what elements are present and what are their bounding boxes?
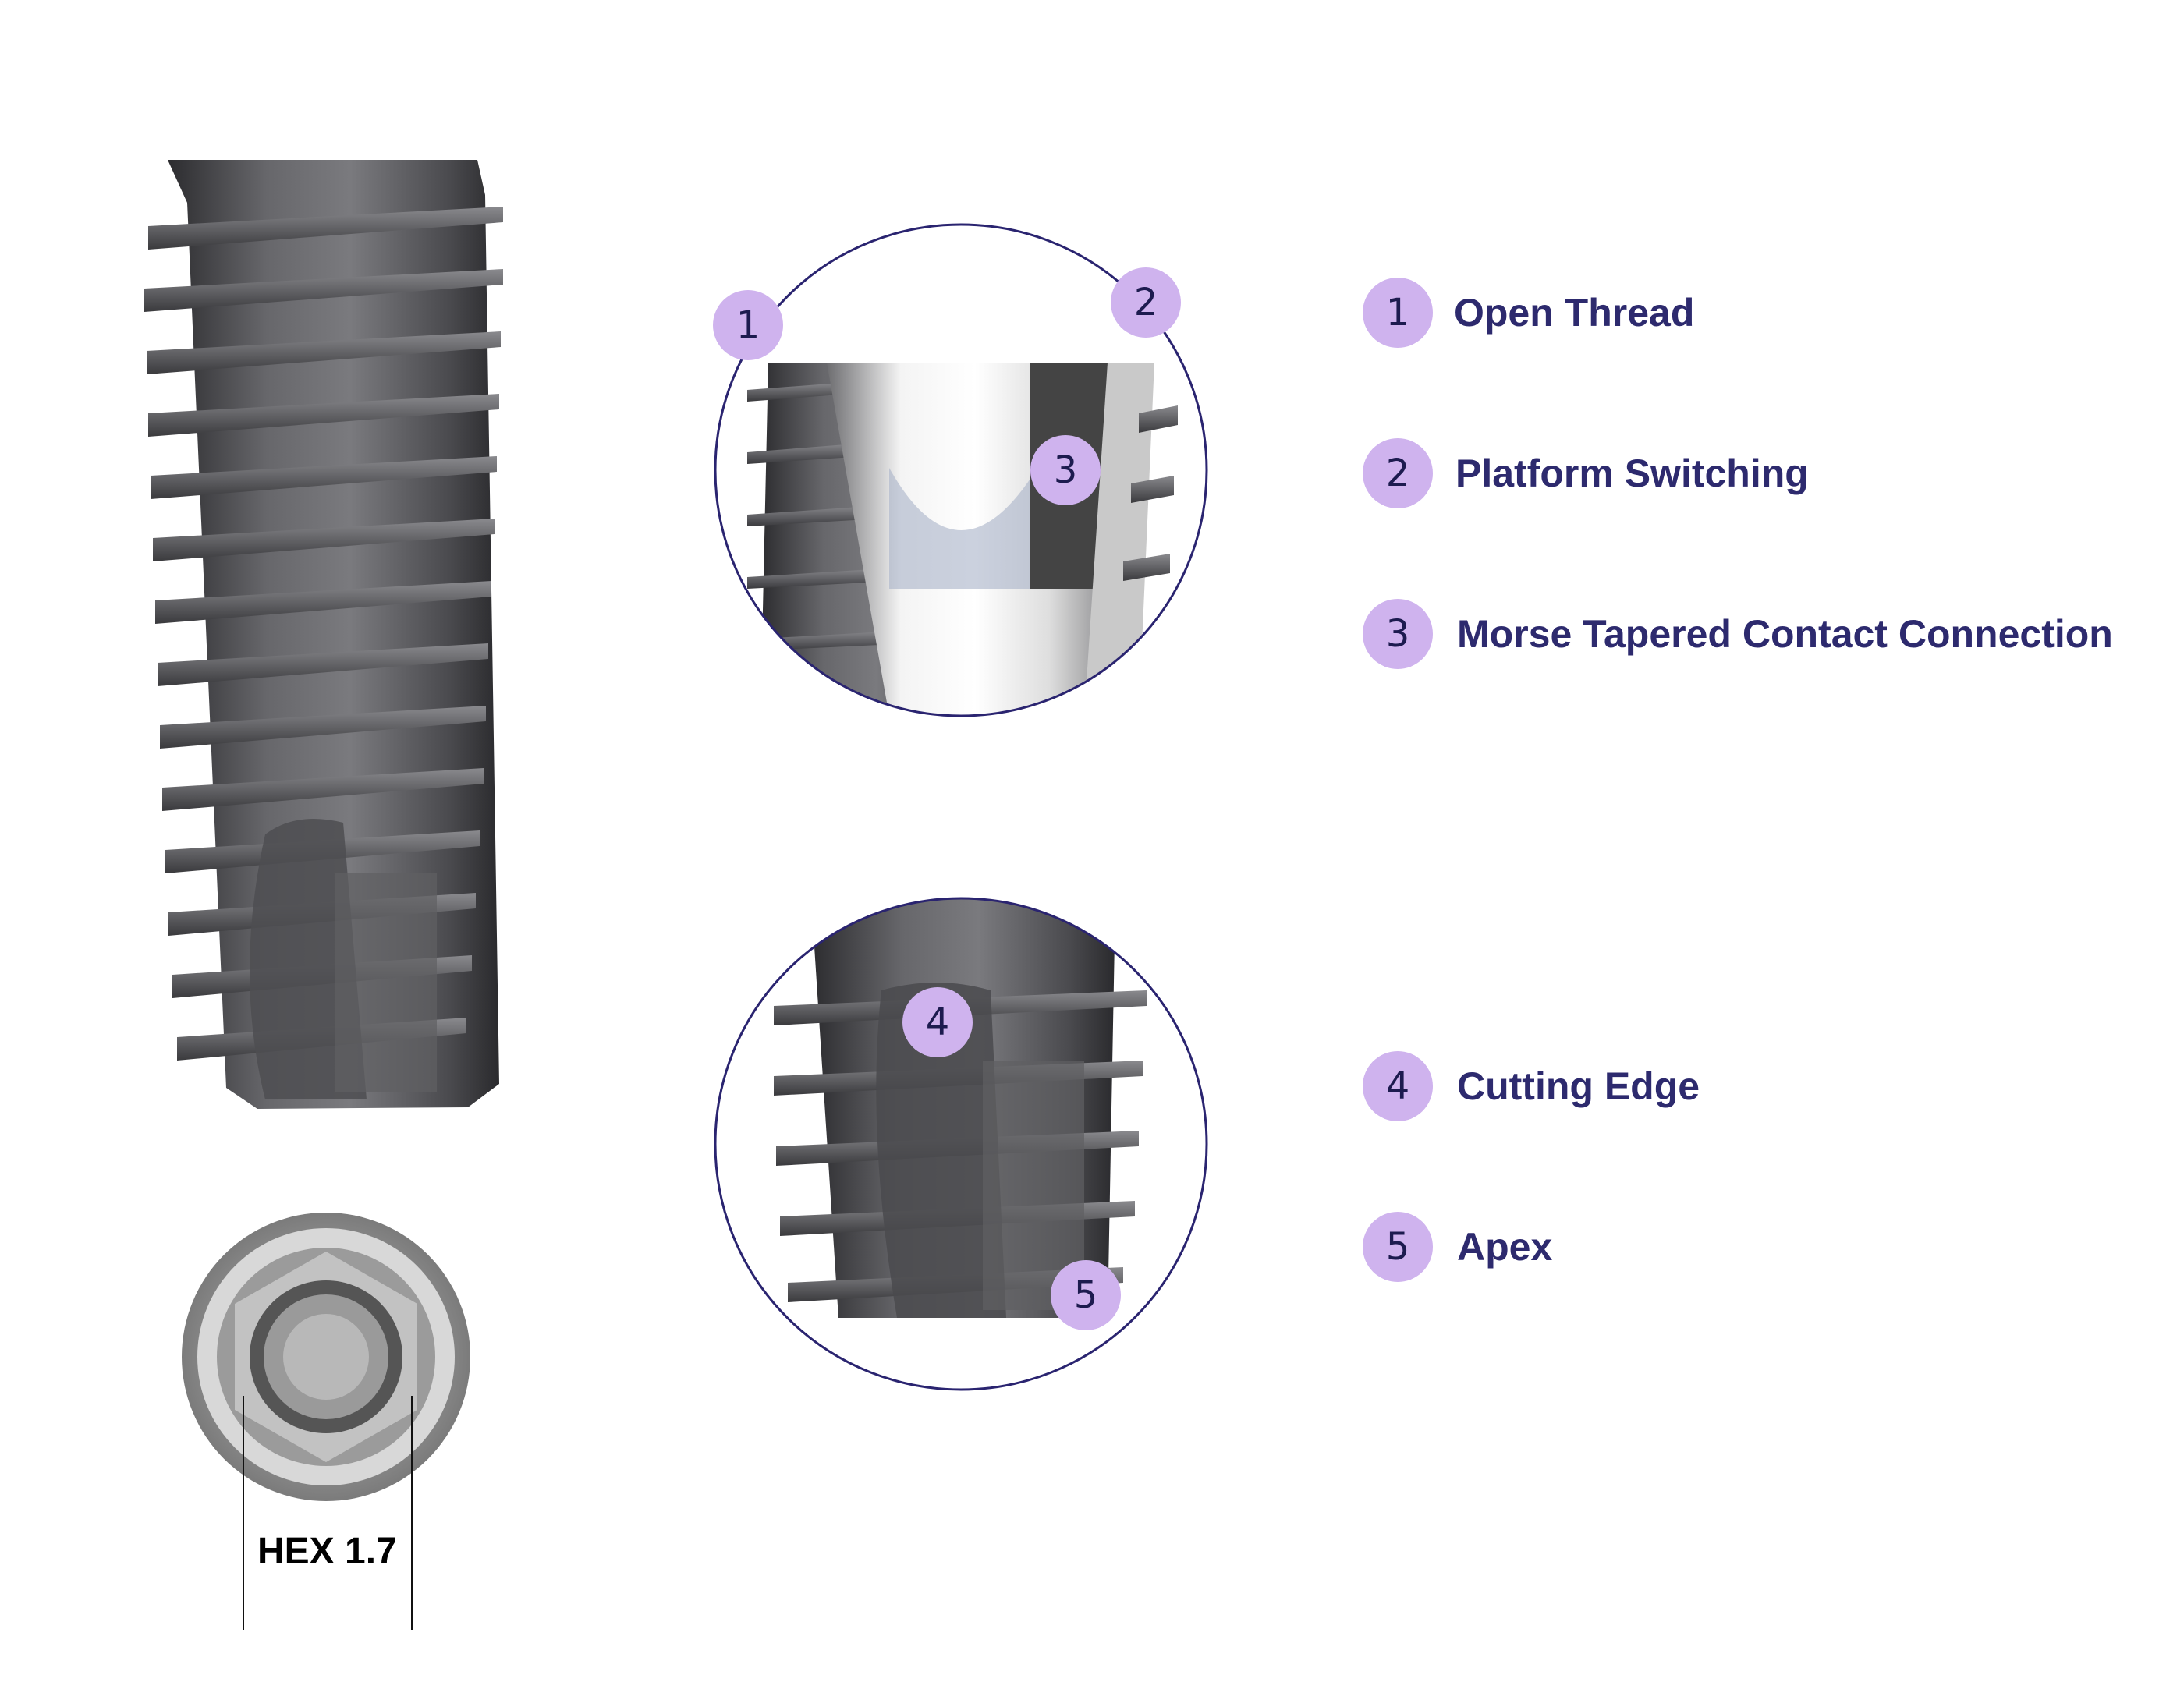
hex-size-label: HEX 1.7 (257, 1531, 397, 1572)
legend-badge-3: 3 (1363, 599, 1433, 669)
callout-badge-5: 5 (1051, 1260, 1121, 1330)
bottom-magnifier-outline (714, 897, 1208, 1391)
legend-label-cutting-edge: Cutting Edge (1457, 1064, 1700, 1108)
legend-label-apex: Apex (1457, 1225, 1553, 1269)
callout-badge-4: 4 (902, 987, 973, 1057)
legend-label-morse-taper: Morse Tapered Contact Connection (1457, 612, 2113, 656)
platform-detail-view (715, 225, 1207, 716)
legend-badge-5: 5 (1363, 1212, 1433, 1282)
top-magnifier-outline (714, 223, 1208, 717)
legend-label-open-thread: Open Thread (1454, 291, 1695, 335)
callout-badge-1: 1 (713, 290, 783, 360)
legend-badge-1: 1 (1363, 278, 1433, 348)
callout-badge-3: 3 (1030, 435, 1101, 505)
legend-label-platform-switching: Platform Switching (1455, 451, 1809, 495)
implant-body (144, 160, 503, 1109)
callout-badge-2: 2 (1111, 267, 1181, 338)
legend-badge-4: 4 (1363, 1051, 1433, 1121)
apex-detail-view (715, 898, 1207, 1390)
legend-badge-2: 2 (1363, 438, 1433, 508)
implant-top-view (182, 1213, 470, 1501)
